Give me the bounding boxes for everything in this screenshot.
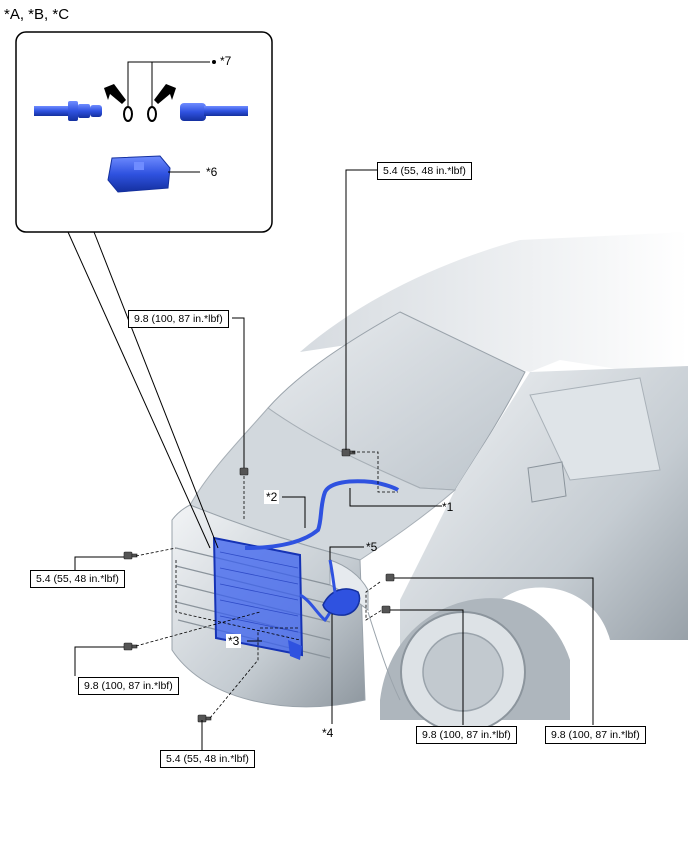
bolt-icon bbox=[239, 467, 249, 476]
detail-inset bbox=[15, 31, 273, 233]
torque-spec-6: 9.8 (100, 87 in.*lbf) bbox=[416, 726, 517, 744]
bolt-icon bbox=[381, 605, 391, 614]
callout-6: *6 bbox=[206, 165, 218, 179]
bolt-icon bbox=[197, 714, 212, 723]
condenser-assembly bbox=[212, 536, 304, 657]
callout-7: *7 bbox=[220, 54, 232, 68]
callout-3: *3 bbox=[226, 634, 242, 648]
cooling-parts bbox=[212, 479, 400, 660]
torque-spec-2: 9.8 (100, 87 in.*lbf) bbox=[128, 310, 229, 328]
torque-spec-3: 5.4 (55, 48 in.*lbf) bbox=[30, 570, 125, 588]
vehicle-body bbox=[171, 232, 688, 733]
torque-spec-1: 5.4 (55, 48 in.*lbf) bbox=[377, 162, 472, 180]
pipe-icon bbox=[34, 101, 102, 121]
o-ring-icon bbox=[123, 106, 133, 122]
bolt-icon bbox=[123, 642, 138, 651]
torque-spec-5: 5.4 (55, 48 in.*lbf) bbox=[160, 750, 255, 768]
bolt-icon bbox=[385, 573, 395, 582]
compressor-hose bbox=[322, 588, 361, 616]
discharge-pipe bbox=[244, 479, 400, 550]
torque-spec-7: 9.8 (100, 87 in.*lbf) bbox=[545, 726, 646, 744]
torque-spec-4: 9.8 (100, 87 in.*lbf) bbox=[78, 677, 179, 695]
dashed-lines bbox=[135, 451, 398, 719]
o-ring-icon bbox=[147, 106, 157, 122]
connector-icon bbox=[107, 155, 200, 193]
callout-5: *5 bbox=[366, 540, 378, 554]
leader-lines bbox=[67, 169, 594, 751]
pipe-icon bbox=[180, 103, 248, 121]
roof-panel bbox=[300, 232, 688, 380]
callout-4: *4 bbox=[322, 726, 334, 740]
suction-pipe bbox=[328, 559, 338, 599]
side-window bbox=[529, 377, 661, 481]
side-mirror bbox=[527, 461, 567, 503]
view-labels: *A, *B, *C bbox=[4, 6, 70, 23]
bolt-icon bbox=[123, 551, 138, 560]
arrow-icon bbox=[154, 84, 176, 104]
arrow-icon bbox=[104, 84, 126, 104]
callout-1: *1 bbox=[442, 500, 454, 514]
callout-2: *2 bbox=[264, 490, 280, 504]
